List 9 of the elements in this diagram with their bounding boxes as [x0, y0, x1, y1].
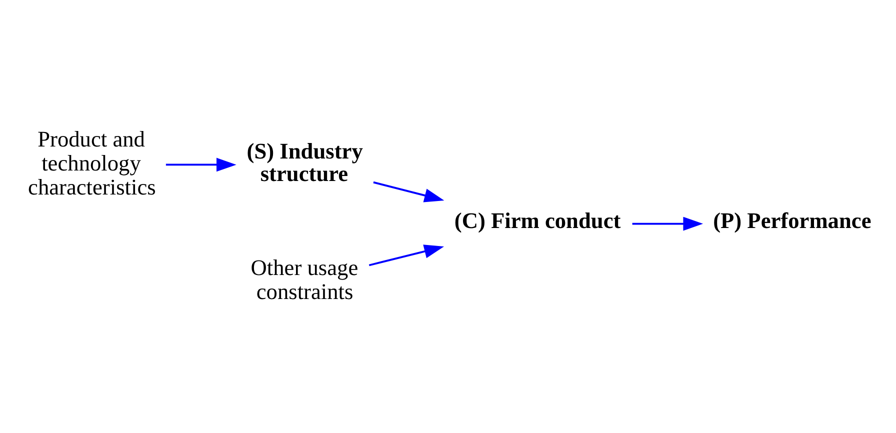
arrow [632, 216, 704, 230]
arrow [166, 157, 236, 172]
node-text: (C) Firm conduct [454, 208, 621, 233]
node-text: Product and technology characteristics [28, 126, 156, 200]
node-text: Other usage constraints [250, 254, 358, 304]
node-text: (P) Performance [713, 208, 872, 233]
arrow [368, 244, 444, 266]
arrow [373, 180, 444, 202]
node-text: (S) Industry structure [246, 138, 363, 186]
